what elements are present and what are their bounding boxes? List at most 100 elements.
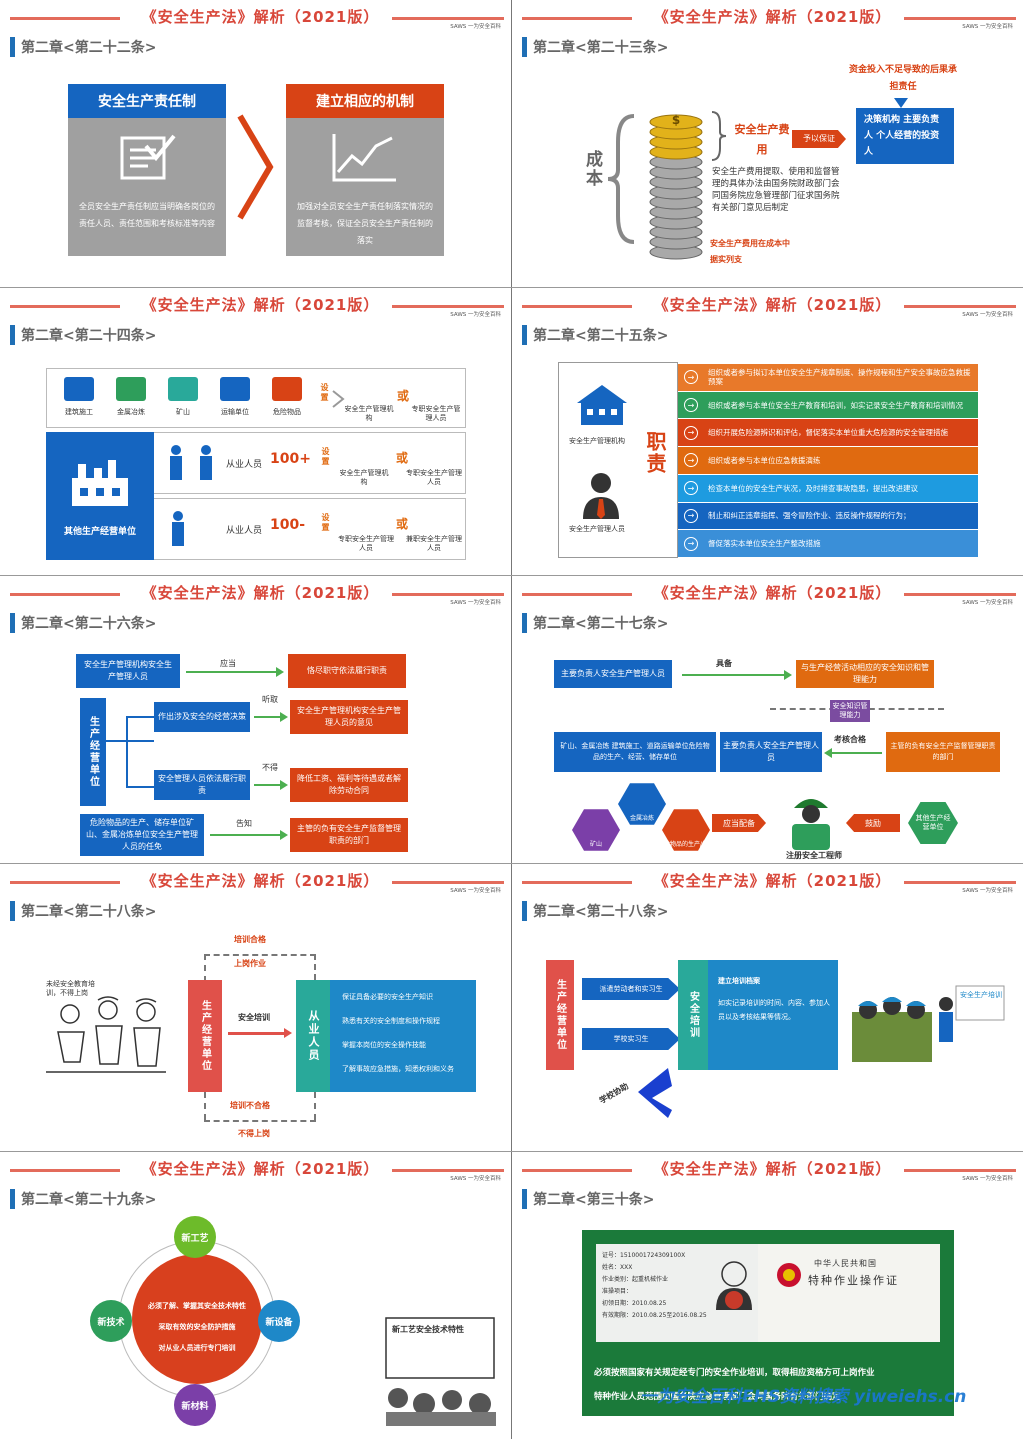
center-circle: 必须了解、掌握其安全技术特性 采取有效的安全防护措施 对从业人员进行专门培训 (132, 1254, 262, 1384)
chapter-heading: 第二章<第三十条> (522, 1188, 654, 1210)
work-label: 上岗作业 (234, 959, 266, 968)
unit-node: 生产经营单位 (188, 980, 222, 1092)
hexagon-label: 矿山 (590, 840, 602, 848)
duty-label: 职责 (643, 431, 667, 475)
arrow-label: 鼓励 (846, 814, 900, 832)
board-text: 安全生产培训 (960, 991, 1002, 999)
engineer-icon (792, 799, 830, 850)
node: 矿山、金属冶炼 建筑施工、道路运输单位危险物品的生产、经营、储存单位 (554, 732, 716, 772)
slide-22[interactable]: 《安全生产法》解析（2021版） SAWS 一为安全百科 第二章<第二十二条> … (0, 0, 511, 287)
slide-24[interactable]: 《安全生产法》解析（2021版） SAWS 一为安全百科 第二章<第二十四条> … (0, 288, 511, 575)
slide-28a[interactable]: 《安全生产法》解析（2021版） SAWS 一为安全百科 第二章<第二十八条> … (0, 864, 511, 1151)
arrow-circle-icon: → (684, 508, 698, 523)
card-title: 安全生产责任制 (68, 84, 226, 118)
train-item: 了解事故应急措施，知悉权利和义务 (342, 1065, 454, 1073)
node: 与生产经营活动相应的安全知识和管理能力 (796, 660, 934, 688)
slide-header: 《安全生产法》解析（2021版） SAWS 一为安全百科 (512, 581, 1023, 607)
arrow-circle-icon: → (684, 481, 698, 496)
school-label: 学校协助 (597, 1081, 631, 1106)
cert-line: 初领日期：2010.08.25 (602, 1300, 667, 1307)
hexagon-group: 金属冶炼矿山危险物品的生产/储存 (572, 783, 712, 851)
slide-23[interactable]: 《安全生产法》解析（2021版） SAWS 一为安全百科 第二章<第二十三条> … (512, 0, 1023, 287)
train-node: 安全培训 (678, 960, 708, 1070)
svg-text:$: $ (672, 113, 680, 127)
factory-icon (72, 460, 128, 506)
slide-header: 《安全生产法》解析（2021版） SAWS 一为安全百科 (0, 869, 511, 895)
node: 安全生产管理机构安全生产管理人员的意见 (290, 700, 408, 734)
cost-description: 安全生产费用提取、使用和监督管理的具体办法由国务院财政部门会同国务院应急管理部门… (712, 167, 840, 213)
cert-scope: 特种作业人员范围由国务院应急管理部门会同国务院有关部门确定 (594, 1392, 841, 1402)
cert-requirement: 必须按照国家有关规定经专门的安全作业培训，取得相应资格方可上岗作业 (594, 1368, 875, 1378)
industry-item: 矿山 (159, 375, 207, 417)
slide-29[interactable]: 《安全生产法》解析（2021版） SAWS 一为安全百科 第二章<第二十九条> … (0, 1152, 511, 1439)
building-icon (577, 385, 627, 425)
hexagon (572, 809, 620, 851)
under-100-row: 从业人员 100- 设置 专职安全生产管理人员 或 兼职安全生产管理人员 (154, 498, 466, 560)
industry-item: 危险物品 (263, 375, 311, 417)
coin-stack-icon: $ (649, 113, 703, 260)
node: 主要负责人安全生产管理人员 (554, 660, 672, 688)
chapter-heading: 第二章<第二十三条> (522, 36, 668, 58)
divider (0, 863, 1023, 864)
other-unit-block: 其他生产经营单位 (46, 432, 154, 560)
photo-portrait (716, 1261, 752, 1310)
classroom-sketch-image (385, 1317, 496, 1426)
duty-panel: 安全生产管理机构 安全生产管理人员 职责 (558, 362, 678, 558)
hexagon-label: 金属冶炼 (630, 814, 654, 822)
cert-line: 作业类别：起重机械作业 (602, 1276, 669, 1283)
duty-item: →检查本单位的安全生产状况，及时排查事故隐患，提出改进建议 (678, 474, 978, 502)
slide-28b[interactable]: 《安全生产法》解析（2021版） SAWS 一为安全百科 第二章<第二十八条> … (512, 864, 1023, 1151)
slide-27[interactable]: 《安全生产法》解析（2021版） SAWS 一为安全百科 第二章<第二十七条> … (512, 576, 1023, 863)
slide-header: 《安全生产法》解析（2021版） SAWS 一为安全百科 (0, 1157, 511, 1183)
industry-item: 运输单位 (211, 375, 259, 417)
node: 安全管理人员依法履行职责 (154, 770, 250, 800)
nowork-label: 不得上岗 (238, 1129, 270, 1138)
slide-30[interactable]: 《安全生产法》解析（2021版） SAWS 一为安全百科 第二章<第三十条> 证… (512, 1152, 1023, 1439)
node-new-equipment: 新设备 (258, 1300, 300, 1342)
duty-item: →组织或者参与本单位应急救援演练 (678, 447, 978, 474)
arrow-circle-icon: → (684, 536, 698, 551)
cert-line: 有效期限：2010.08.25至2016.08.25 (602, 1312, 707, 1319)
checklist-icon (120, 134, 176, 180)
card: 加强对全员安全生产责任制落实情况的监督考核，保证全员安全生产责任制的落实 (286, 118, 444, 256)
hexagon (618, 783, 666, 825)
slide-26[interactable]: 《安全生产法》解析（2021版） SAWS 一为安全百科 第二章<第二十六条> … (0, 576, 511, 863)
train-label: 安全培训 (238, 1013, 270, 1022)
chapter-heading: 第二章<第二十七条> (522, 612, 668, 634)
chapter-heading: 第二章<第二十六条> (10, 612, 156, 634)
chevron-icon (638, 1068, 672, 1118)
two-workers-icon (170, 445, 212, 480)
duty-list: →组织或者参与拟订本单位安全生产规章制度、操作规程和生产安全事故应急救援预案→组… (678, 364, 978, 558)
slide-25[interactable]: 《安全生产法》解析（2021版） SAWS 一为安全百科 第二章<第二十五条> … (512, 288, 1023, 575)
card: 全员安全生产责任制应当明确各岗位的责任人员、责任范围和考核标准等内容 (68, 118, 226, 256)
manager-icon (583, 473, 619, 519)
shortfall-text: 资金投入不足导致的后果承担责任 (848, 65, 957, 92)
cartoon-workers-image (40, 980, 170, 1080)
over-100-row: 从业人员 100+ 设置 安全生产管理机构 或 专职安全生产管理人员 (154, 432, 466, 494)
arrow-head (276, 667, 284, 677)
worker-icon (172, 511, 184, 546)
divider (0, 287, 1023, 288)
unit-node: 生产经营单位 (80, 698, 106, 806)
card-title: 建立相应的机制 (286, 84, 444, 118)
down-arrow-icon (894, 98, 908, 108)
arrow-circle-icon: → (684, 453, 698, 468)
responsible-box: 决策机构 主要负责人 个人经营的投资人 (856, 108, 954, 164)
arrow-label: 应当 (220, 659, 236, 668)
arrow-label: 应当配备 (712, 814, 766, 832)
slide-header: 《安全生产法》解析（2021版） SAWS 一为安全百科 (512, 869, 1023, 895)
cost-label: 成本 (582, 150, 602, 188)
industry-item: 建筑施工 (55, 375, 103, 417)
slide-header: 《安全生产法》解析（2021版） SAWS 一为安全百科 (0, 5, 511, 31)
industry-icon (64, 377, 94, 401)
arrow-node: 学校实习生 (582, 1028, 680, 1050)
hexagon (662, 809, 710, 851)
chapter-heading: 第二章<第二十八条> (10, 900, 156, 922)
staff-node: 从业人员 (296, 980, 330, 1092)
train-item: 掌握本岗位的安全操作技能 (342, 1041, 426, 1049)
arrow-line (186, 671, 276, 673)
node-new-material: 新材料 (174, 1384, 216, 1426)
node: 危险物品的生产、储存单位矿山、金属冶炼单位安全生产管理人员的任免 (80, 814, 204, 856)
board-text: 新工艺安全技术特性 (392, 1325, 464, 1334)
